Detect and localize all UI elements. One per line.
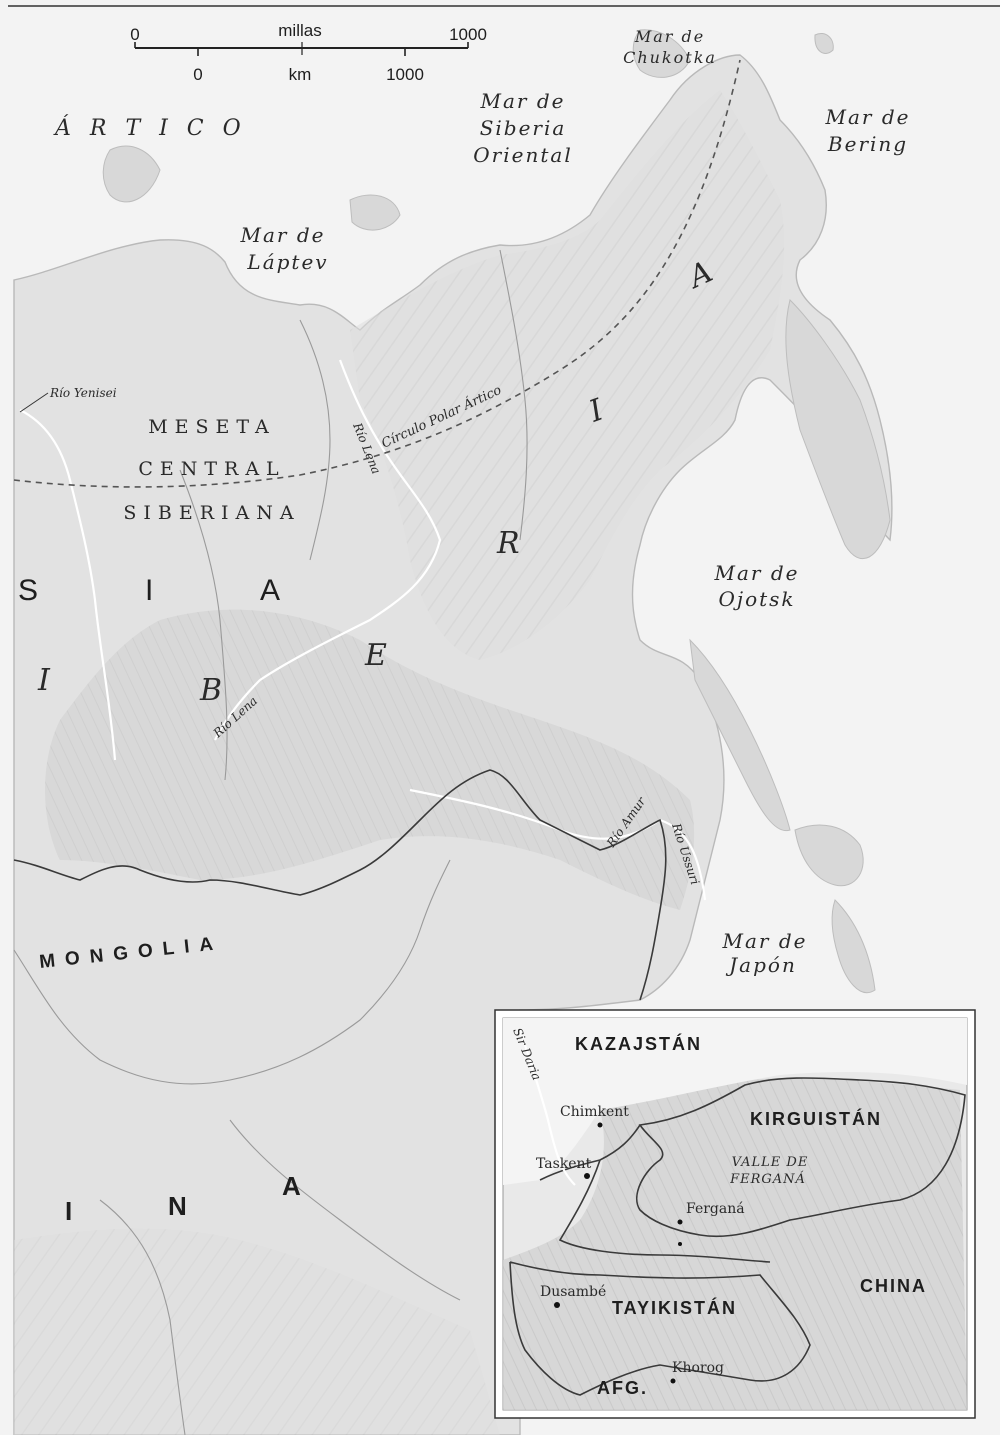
inset-kirguistan: KIRGUISTÁN — [750, 1108, 882, 1129]
river-lena-line — [214, 359, 442, 741]
border-mongolia-china — [13, 859, 451, 1085]
label-mar-ojotsk-1: Mar de — [714, 561, 800, 585]
japan-main — [831, 899, 876, 993]
inset-border-tajik — [509, 1261, 811, 1396]
label-siberia-i: I — [37, 663, 52, 698]
scale-bar: millas 0 1000 km 0 1000 — [130, 21, 487, 84]
kamchatka — [785, 299, 891, 560]
arctic-island-1 — [102, 145, 161, 203]
inset-city-dot-khorog — [670, 1378, 676, 1384]
scale-km-end: 1000 — [386, 65, 424, 84]
inset-afg: AFG. — [597, 1378, 648, 1398]
border-russia-mongolia-china — [13, 769, 667, 1001]
label-siberia-r: R — [496, 526, 522, 561]
internal-border-5 — [99, 1199, 186, 1435]
inset-river-sir-daria — [518, 1029, 576, 1186]
arctic-island-3 — [632, 29, 691, 78]
label-china-i: I — [65, 1196, 74, 1226]
internal-border-4 — [229, 1119, 461, 1301]
label-meseta-3: SIBERIANA — [123, 502, 300, 524]
inset-city-dot-dusambe — [554, 1302, 560, 1308]
relief-china — [14, 1228, 500, 1435]
label-mar-siberia-2: Siberia — [480, 116, 567, 140]
label-meseta-1: MESETA — [148, 416, 276, 438]
inset-city-dot-fergana-2 — [678, 1242, 682, 1246]
internal-border-3 — [499, 249, 528, 541]
inset-city-khorog: Khorog — [672, 1360, 724, 1376]
inset-kazajstan: KAZAJSTÁN — [575, 1033, 702, 1054]
inset-city-dot-taskent — [584, 1173, 590, 1179]
internal-border-1 — [179, 469, 228, 781]
label-mar-bering-2: Bering — [827, 132, 908, 156]
inset-city-chimkent: Chimkent — [560, 1104, 629, 1120]
label-mar-laptev-1: Mar de — [240, 223, 326, 247]
scale-km-start: 0 — [193, 65, 202, 84]
label-asia-a: A — [260, 574, 282, 607]
label-mar-chukotka-1: Mar de — [634, 27, 705, 46]
leader-yenisei — [19, 392, 49, 413]
label-mar-ojotsk-2: Ojotsk — [718, 587, 795, 611]
scale-miles-end: 1000 — [449, 25, 487, 44]
label-artico: Á R T I C O — [53, 114, 247, 141]
river-amur-line — [409, 788, 707, 901]
internal-border-2 — [299, 319, 331, 561]
label-siberia-e: E — [364, 638, 389, 673]
inset-china: CHINA — [860, 1276, 927, 1296]
label-mar-siberia-1: Mar de — [480, 89, 566, 113]
label-mar-chukotka-2: Chukotka — [623, 48, 717, 67]
inset-valle-2: FERGANÁ — [729, 1171, 806, 1187]
label-meseta-2: CENTRAL — [138, 458, 285, 480]
inset-map: KAZAJSTÁN KIRGUISTÁN CHINA TAYIKISTÁN AF… — [494, 1009, 976, 1419]
scale-miles-start: 0 — [130, 25, 139, 44]
label-mar-siberia-3: Oriental — [473, 143, 572, 167]
scale-miles-label: millas — [278, 21, 321, 40]
inset-border-uzbek — [539, 1124, 771, 1263]
inset-city-taskent: Taskent — [536, 1156, 592, 1172]
japan-north — [794, 824, 864, 887]
inset-relief — [503, 1078, 967, 1410]
arctic-island-2 — [349, 194, 401, 231]
inset-border-kyrgyz — [635, 1077, 966, 1238]
inset-city-fergana: Ferganá — [686, 1201, 745, 1217]
inset-tayikistan: TAYIKISTÁN — [612, 1297, 737, 1318]
relief-south — [45, 609, 695, 910]
inset-city-dot-chimkent — [597, 1122, 603, 1128]
label-china-a: A — [282, 1171, 303, 1201]
label-mar-japon-2: Japón — [725, 953, 797, 977]
label-asia-i: I — [145, 574, 155, 607]
scale-km-label: km — [289, 65, 312, 84]
river-yenisei-line — [19, 409, 117, 761]
label-mar-laptev-2: Láptev — [246, 250, 328, 274]
arctic-island-4 — [814, 33, 834, 54]
relief-north — [350, 90, 785, 660]
label-mar-bering-1: Mar de — [825, 105, 911, 129]
label-siberia-b: B — [199, 673, 224, 708]
inset-plain — [503, 1018, 967, 1185]
arctic-circle-line — [13, 59, 741, 488]
label-china-n: N — [168, 1191, 189, 1221]
inset-valle-1: VALLE DE — [732, 1155, 809, 1170]
sakhalin — [689, 638, 791, 832]
label-asia-s: S — [18, 574, 40, 607]
inset-city-dot-fergana — [677, 1219, 683, 1225]
label-mar-japon-1: Mar de — [722, 929, 808, 953]
label-rio-yenisei: Río Yenisei — [49, 386, 117, 400]
inset-city-dusambe: Dusambé — [540, 1284, 606, 1300]
